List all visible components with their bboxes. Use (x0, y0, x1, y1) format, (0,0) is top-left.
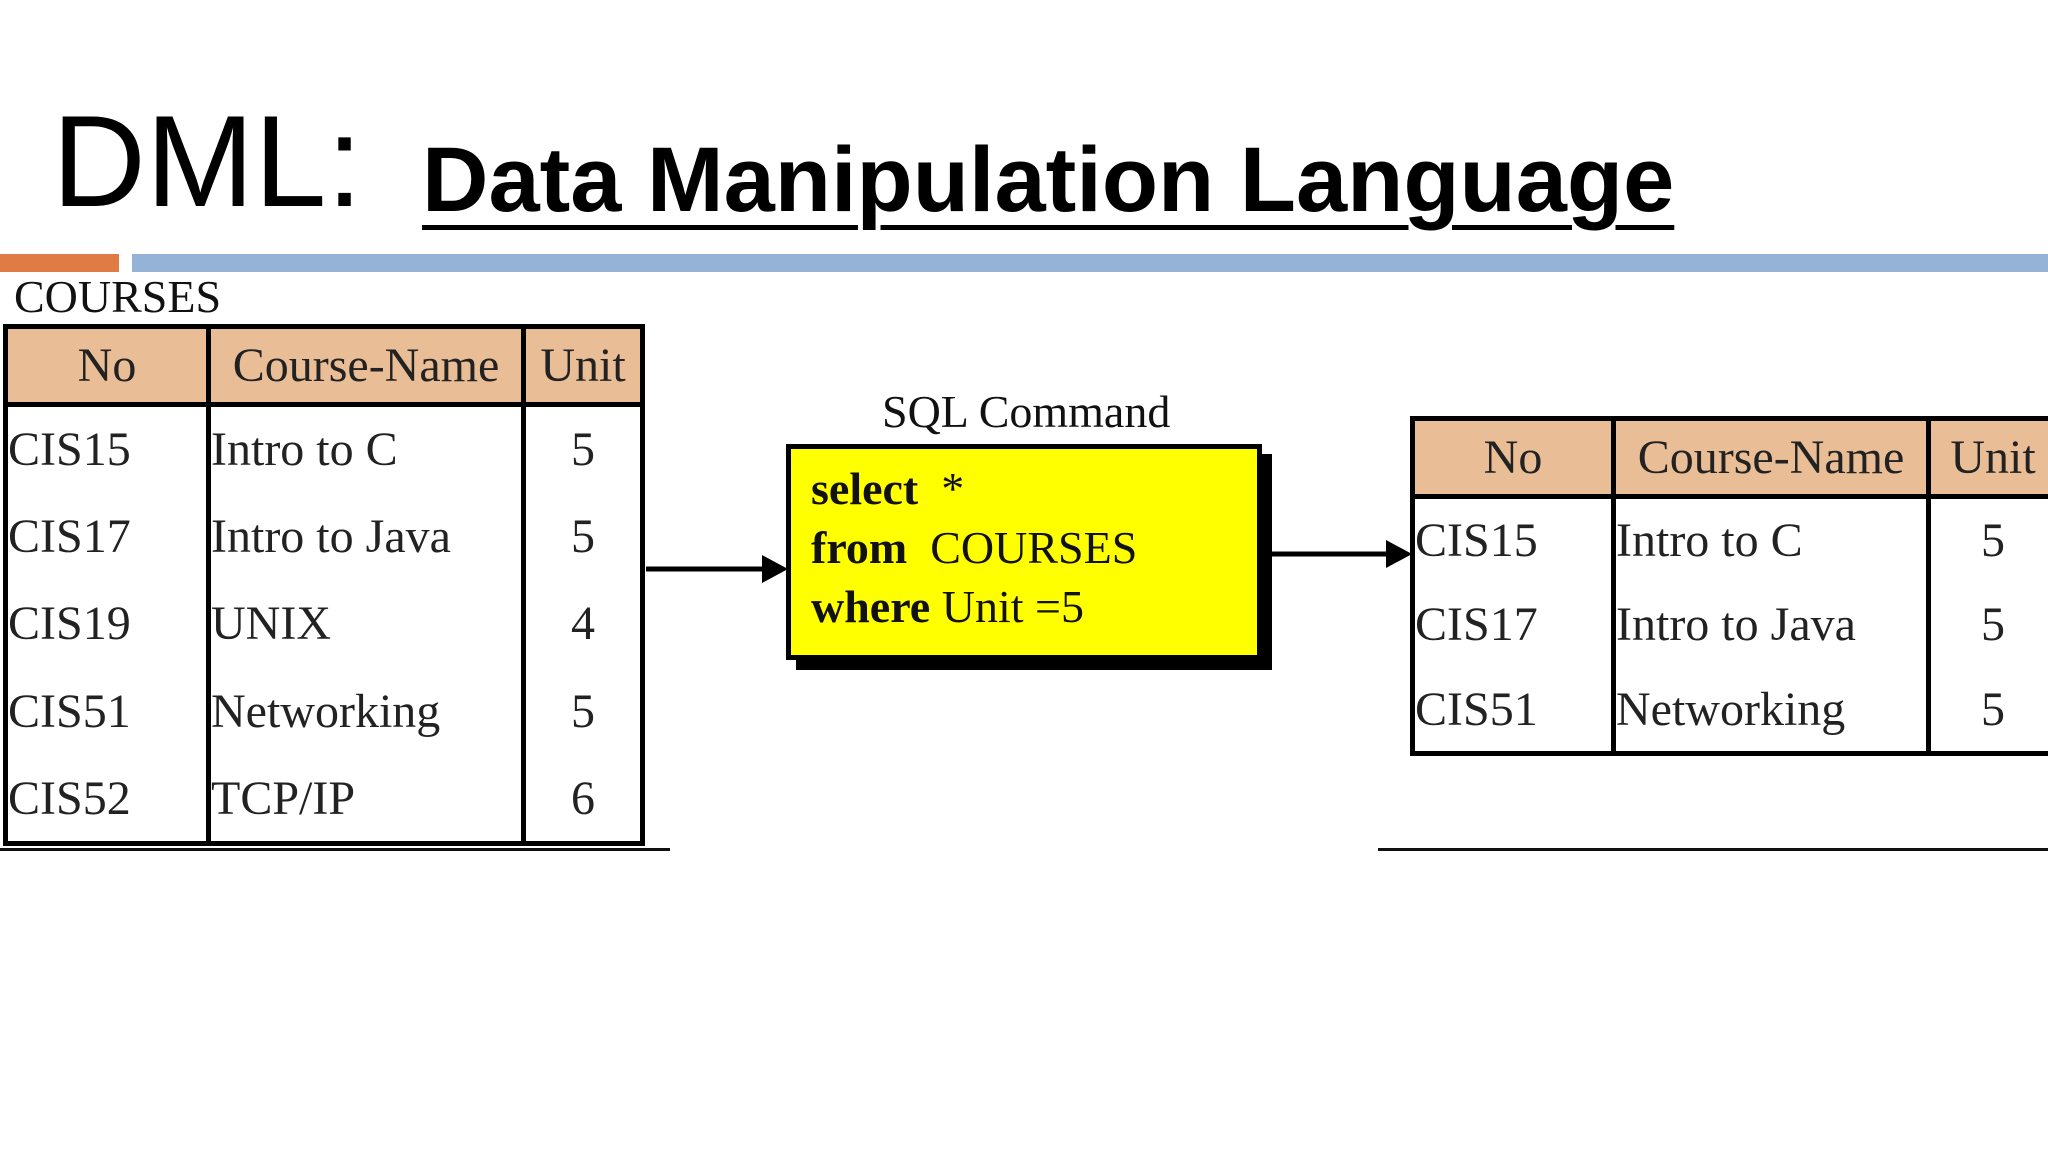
cell-no: CIS15 (1415, 514, 1538, 568)
table-row: CIS15 Intro to C 5 (1413, 496, 2048, 583)
accent-bar-orange (0, 254, 119, 272)
sql-clause: Unit =5 (930, 581, 1084, 632)
cell-no: CIS19 (8, 597, 131, 651)
sql-keyword: select (811, 463, 919, 514)
cell-unit: 6 (521, 755, 643, 844)
column-header-course-name: Course-Name (1611, 418, 1929, 499)
accent-bar-blue (132, 254, 2048, 272)
sql-clause: * (918, 463, 965, 514)
cell-course-name: Intro to C (1611, 496, 1929, 583)
sql-keyword: from (811, 522, 908, 573)
sql-keyword: where (811, 581, 931, 632)
column-header-no: No (1412, 418, 1614, 499)
arrow-head (1386, 540, 1412, 568)
cell-no: CIS17 (1415, 598, 1538, 652)
column-header-course-name: Course-Name (206, 326, 524, 407)
result-table: No Course-Name Unit CIS15 Intro to C 5 C… (1410, 416, 2048, 756)
sql-line-from: from COURSES (811, 518, 1257, 577)
cell-course-name: Intro to C (206, 404, 524, 493)
cell-course-name: Networking (206, 667, 524, 756)
cell-no: CIS52 (8, 771, 131, 825)
cell-course-name: Intro to Java (206, 492, 524, 581)
cell-course-name: Networking (1611, 667, 1929, 754)
cell-no: CIS15 (8, 423, 131, 477)
table-row: CIS51 Networking 5 (1413, 667, 2048, 754)
table-row: CIS52 TCP/IP 6 (6, 755, 643, 844)
table-header-row: No Course-Name Unit (1412, 418, 2048, 499)
table-row: CIS51 Networking 5 (6, 667, 643, 756)
cell-unit: 5 (1926, 667, 2048, 754)
arrow-head (762, 555, 788, 583)
arrow-to-result (1272, 540, 1412, 568)
table-row: CIS17 Intro to Java 5 (1413, 582, 2048, 668)
table-row: CIS17 Intro to Java 5 (6, 492, 643, 581)
cell-unit: 5 (521, 492, 643, 581)
table-row: CIS15 Intro to C 5 (6, 404, 643, 493)
column-header-unit: Unit (1926, 418, 2048, 499)
title-dml: DML: (52, 88, 363, 234)
sql-line-select: select * (811, 459, 1257, 518)
sql-command-box: select * from COURSES where Unit =5 (786, 444, 1262, 660)
cell-unit: 4 (521, 580, 643, 668)
table-row: CIS19 UNIX 4 (6, 580, 643, 668)
left-table-baseline (0, 848, 670, 851)
table-header-row: No Course-Name Unit (5, 326, 643, 407)
right-table-baseline (1378, 848, 2048, 851)
cell-course-name: TCP/IP (206, 755, 524, 844)
sql-clause: COURSES (907, 522, 1138, 573)
column-header-unit: Unit (521, 326, 643, 407)
cell-no: CIS51 (1415, 682, 1538, 736)
sql-line-where: where Unit =5 (811, 577, 1257, 636)
column-header-no: No (5, 326, 209, 407)
cell-course-name: UNIX (206, 580, 524, 668)
courses-table: No Course-Name Unit CIS15 Intro to C 5 C… (3, 324, 645, 846)
cell-unit: 5 (521, 404, 643, 493)
left-table-caption: COURSES (14, 271, 222, 322)
title-subtitle: Data Manipulation Language (422, 129, 1675, 231)
cell-unit: 5 (521, 667, 643, 756)
cell-unit: 5 (1926, 582, 2048, 668)
arrow-to-sql (646, 555, 788, 583)
cell-unit: 5 (1926, 496, 2048, 583)
sql-command-caption: SQL Command (882, 386, 1171, 437)
cell-no: CIS17 (8, 509, 131, 563)
cell-no: CIS51 (8, 685, 131, 739)
cell-course-name: Intro to Java (1611, 582, 1929, 668)
